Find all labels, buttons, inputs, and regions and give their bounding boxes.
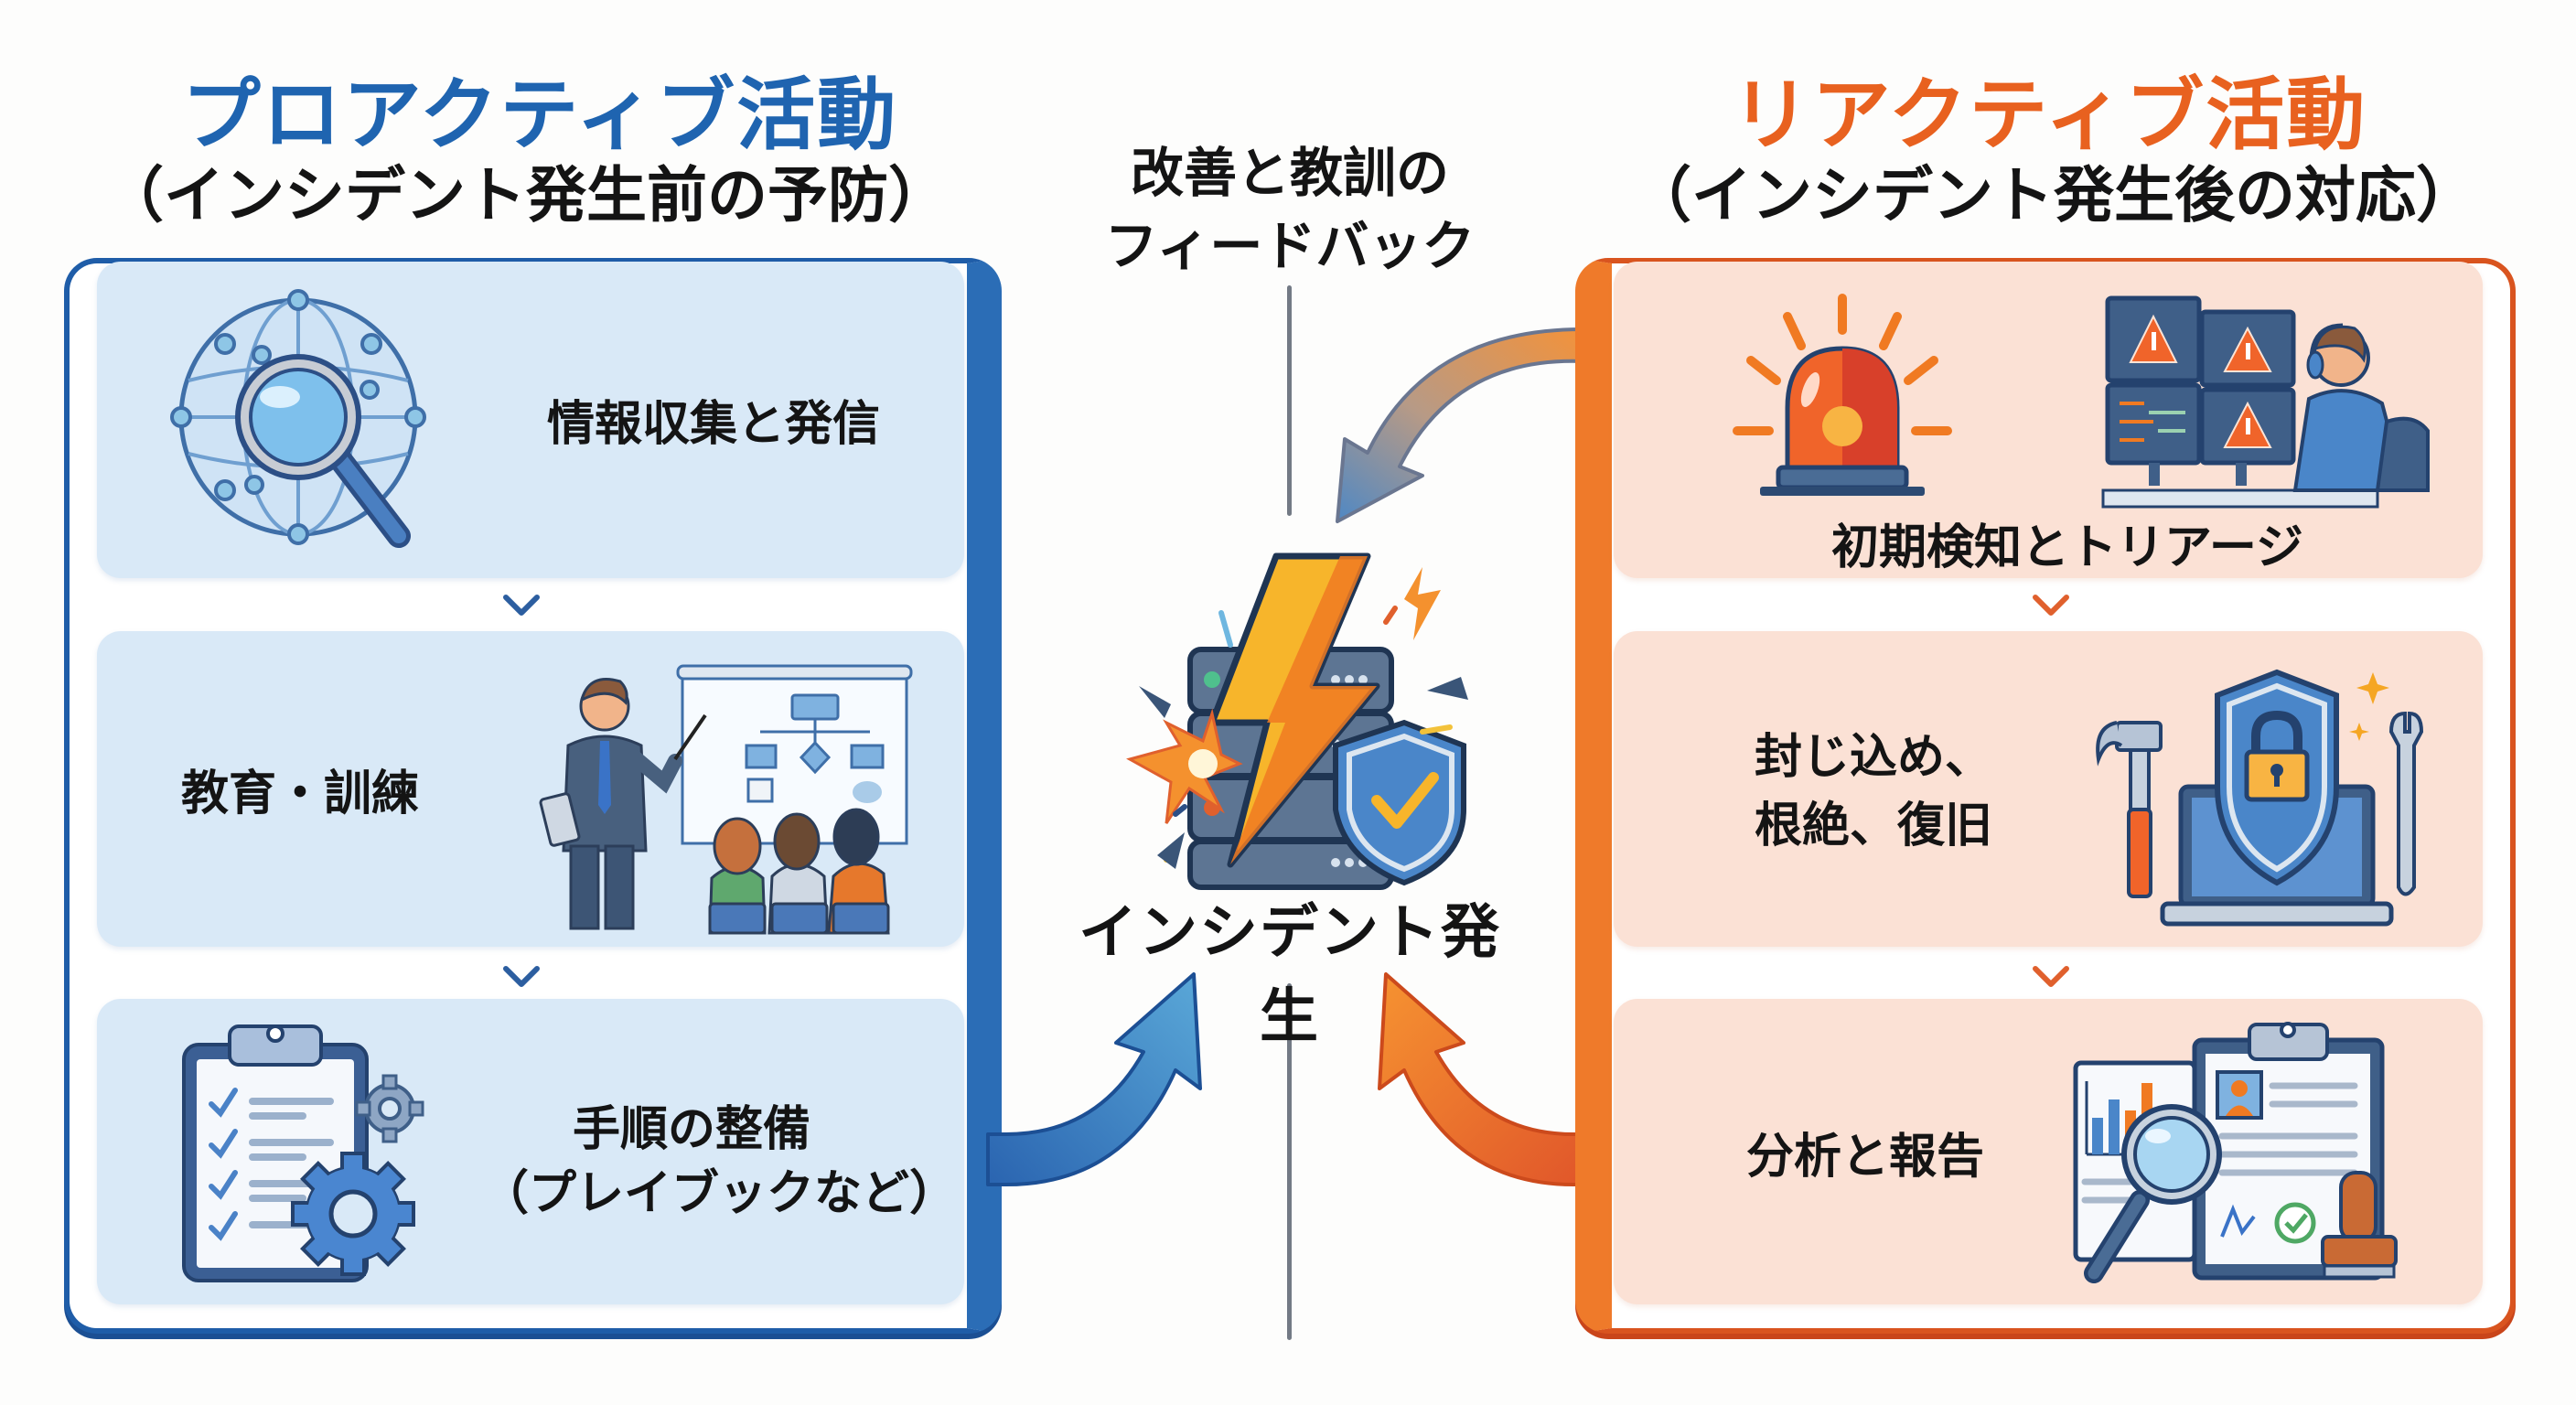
feedback-label-line1: 改善と教訓の xyxy=(1130,142,1449,204)
feedback-arrow-icon xyxy=(1336,327,1584,523)
security-operator-monitors-icon xyxy=(2101,295,2430,509)
step-label-line1: 封じ込め、 xyxy=(1755,730,1993,785)
feedback-label-line2: フィードバック xyxy=(1104,215,1476,277)
globe-magnifier-icon xyxy=(170,289,426,548)
proactive-title: プロアクティブ活動 xyxy=(181,70,898,161)
clipboard-gears-icon xyxy=(182,1024,424,1282)
proactive-to-incident-arrow-icon xyxy=(986,972,1202,1186)
reactive-step-analysis-report[interactable]: 分析と報告 xyxy=(1614,999,2483,1304)
proactive-step-procedures[interactable]: 手順の整備 （プレイブックなど） xyxy=(97,999,964,1304)
chevron-down-icon xyxy=(2033,966,2069,987)
step-label-line2: 根絶、復旧 xyxy=(1755,799,1993,853)
chevron-down-icon xyxy=(503,595,540,616)
proactive-subtitle: （インシデント発生前の予防） xyxy=(103,160,949,231)
incident-label: インシデント発生 xyxy=(1079,899,1501,1051)
step-label: 教育・訓練 xyxy=(181,767,420,821)
step-label-line1: 手順の整備 xyxy=(573,1102,811,1157)
proactive-step-training[interactable]: 教育・訓練 xyxy=(97,631,964,947)
reactive-subtitle: （インシデント発生後の対応） xyxy=(1631,160,2476,231)
reactive-to-incident-arrow-icon xyxy=(1378,972,1594,1186)
divider-line-top xyxy=(1287,285,1292,516)
alarm-light-icon xyxy=(1733,294,1952,496)
report-analysis-icon xyxy=(2073,1022,2398,1283)
step-label: 初期検知とトリアージ xyxy=(1831,520,2303,575)
chevron-down-icon xyxy=(2033,595,2069,616)
proactive-step-info-gathering[interactable]: 情報収集と発信 xyxy=(97,262,964,578)
reactive-step-detection-triage[interactable]: 初期検知とトリアージ xyxy=(1614,262,2483,578)
divider-line-bottom xyxy=(1287,983,1292,1340)
shield-lock-tools-icon xyxy=(2096,669,2424,927)
chevron-down-icon xyxy=(503,966,540,987)
step-label-line2: （プレイブックなど） xyxy=(481,1166,958,1221)
server-lightning-shield-icon xyxy=(1126,552,1468,890)
step-label: 情報収集と発信 xyxy=(547,397,881,452)
presenter-training-icon xyxy=(539,664,913,935)
reactive-title: リアクティブ活動 xyxy=(1731,70,2367,161)
step-label: 分析と報告 xyxy=(1746,1130,1985,1185)
reactive-step-containment-recovery[interactable]: 封じ込め、 根絶、復旧 xyxy=(1614,631,2483,947)
